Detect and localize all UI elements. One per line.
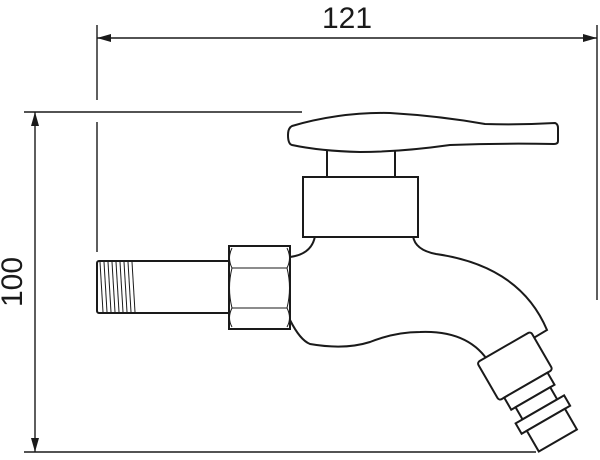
width-dimension: 121 xyxy=(96,2,598,300)
arrowhead-right-icon xyxy=(583,34,597,42)
width-dimension-label: 121 xyxy=(322,2,372,35)
valve-stem xyxy=(326,150,396,177)
hose-connector xyxy=(477,331,579,453)
threaded-inlet xyxy=(96,260,232,314)
bonnet xyxy=(302,176,419,238)
height-dimension: 100 xyxy=(0,111,536,453)
spout-body xyxy=(289,235,549,366)
lever-handle xyxy=(286,111,559,154)
connector-tip xyxy=(525,407,579,453)
arrowhead-top-icon xyxy=(31,112,39,126)
arrowhead-left-icon xyxy=(97,34,111,42)
thread-hatching xyxy=(99,261,136,313)
arrowhead-bottom-icon xyxy=(31,438,39,452)
hex-nut-body xyxy=(228,245,291,330)
hex-nut xyxy=(228,245,291,330)
height-dimension-label: 100 xyxy=(0,257,29,307)
